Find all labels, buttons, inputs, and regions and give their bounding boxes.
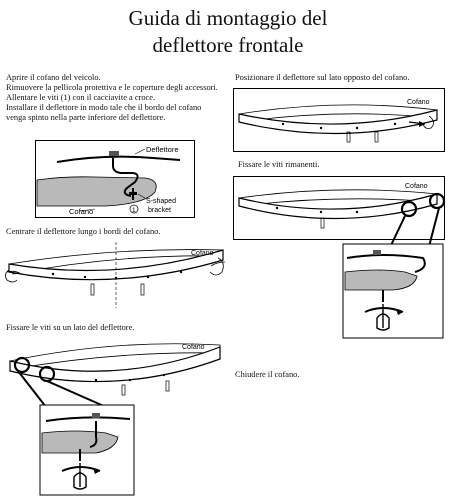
page-title: Guida di montaggio del — [128, 6, 328, 30]
rotate-arrow-icon — [396, 309, 403, 315]
right-hand-icon — [209, 257, 226, 276]
screw-number-label: 1 — [132, 207, 136, 214]
hood-label-step4: Cofano — [407, 99, 430, 106]
hood-label-step3: Cofano — [182, 344, 205, 351]
step4-text: Posizionare il deflettore sul lato oppos… — [235, 73, 410, 82]
bracket-label-line2: bracket — [148, 207, 171, 214]
bracket-detail-illustration: Deflettore Cofano 1 S-shaped bracket — [35, 140, 195, 218]
centering-illustration: Cofano — [5, 242, 226, 308]
hood-label: Cofano — [69, 207, 93, 216]
left-hand-icon — [5, 269, 22, 283]
step1-line3: Allentare le viti (1) con il cacciavite … — [6, 93, 156, 102]
hood-label-step2: Cofano — [191, 250, 214, 257]
hand-icon — [422, 115, 434, 129]
slide-arrow-icon — [419, 121, 425, 127]
step2-text: Centrare il deflettore lungo i bordi del… — [6, 227, 161, 236]
hood-label-step5: Cofano — [405, 183, 428, 190]
step1-line4: Installare il deflettore in modo tale ch… — [6, 103, 202, 112]
step1-line1: Aprire il cofano del veicolo. — [6, 73, 101, 82]
step3-text: Fissare le viti su un lato del deflettor… — [6, 323, 135, 332]
screw-number-marker — [129, 204, 139, 214]
step1-line5: venga spinto nella parte inferiore del d… — [6, 113, 166, 122]
step6-text: Chiudere il cofano. — [235, 370, 300, 379]
page-subtitle: deflettore frontale — [152, 33, 304, 57]
deflector-label: Deflettore — [146, 145, 179, 154]
step1-line2: Rimuovere la pellicola protettiva e le c… — [6, 83, 218, 92]
opposite-side-illustration: Cofano — [233, 88, 445, 152]
fix-screws-side-illustration: Cofano — [9, 343, 221, 496]
bracket-label-line1: S-shaped — [146, 198, 176, 205]
remaining-screws-illustration: Cofano — [233, 176, 446, 339]
rotate-arrow-icon — [93, 468, 100, 474]
step5-text: Fissare le viti rimanenti. — [238, 160, 320, 169]
